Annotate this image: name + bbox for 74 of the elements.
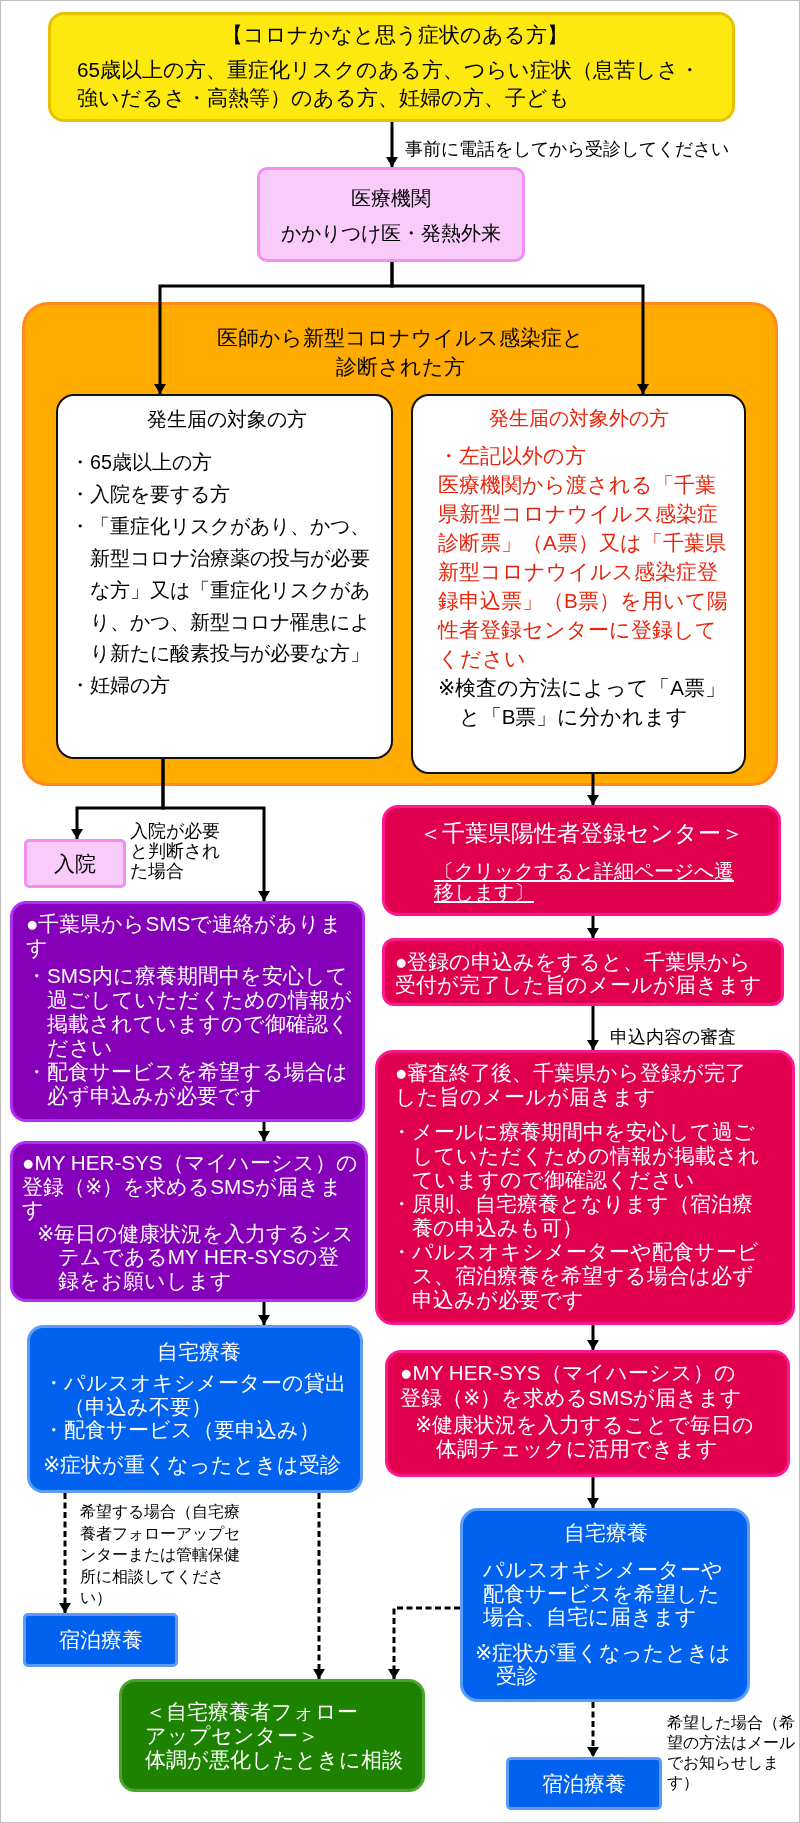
edge-label: 事前に電話をしてから受診してください (405, 138, 729, 160)
arrow (587, 774, 599, 805)
heading-text: 宿泊療養 (57, 1627, 144, 1653)
arrow (587, 1325, 599, 1350)
arrow (390, 262, 649, 394)
dashed-arrow (587, 1702, 599, 1757)
process-box (257, 167, 525, 262)
process-box (411, 394, 746, 774)
note-text: ※健康状況を入力することで毎日の体調チェックに活用できます (415, 1412, 756, 1462)
heading-text: 医師から新型コロナウイルス感染症と診断された方 (215, 325, 585, 380)
heading-text: かかりつけ医・発熱外来 (280, 221, 502, 246)
bullet-text: ・原則、自宅療養となります（宿泊療養の申込みも可） (391, 1192, 754, 1240)
arrow (161, 759, 270, 901)
edge-label: 申込内容の審査 (610, 1026, 736, 1048)
note-text: ※症状が重くなったときは受診 (475, 1640, 733, 1688)
heading-text: 自宅療養 (155, 1339, 242, 1365)
body-text: ・左記以外の方 (438, 442, 587, 469)
edge-label: 希望した場合（希望の方法はメールでお知らせします） (667, 1712, 795, 1792)
body-text: ●MY HER-SYS（マイハーシス）の登録（※）を求めるSMSが届きます (400, 1361, 744, 1410)
body-text: ●登録の申込みをすると、千葉県から受付が完了した旨のメールが届きます (395, 949, 763, 996)
process-box (56, 394, 393, 759)
dashed-arrow (59, 1493, 71, 1613)
process-box (10, 1141, 368, 1302)
bullet-text: ・配食サービスを希望する場合は必ず申込みが必要です (26, 1060, 349, 1108)
heading-text: 発生届の対象の方 (145, 407, 308, 432)
heading-text: ＜千葉県陽性者登録センター＞ (418, 820, 745, 848)
dashed-arrow (388, 1606, 460, 1679)
process-box (375, 1050, 795, 1325)
body-text: 医療機関から渡される「千葉県新型コロナウイルス感染症診断票」（A票）又は「千葉県新型コロナウイルス感染症登録申込票」（B票）を用いて陽性者登録センターに登録してください (438, 471, 728, 672)
process-box (27, 1325, 363, 1493)
body-text: ●MY HER-SYS（マイハーシス）の登録（※）を求めるSMSが届きます (22, 1151, 359, 1222)
heading-text: 医療機関 (350, 186, 432, 211)
arrow (386, 122, 398, 167)
process-box (24, 839, 126, 888)
arrow (587, 1477, 599, 1508)
process-box (382, 805, 781, 916)
body-text: 体調が悪化したときに相談 (145, 1748, 404, 1772)
note-text: ※症状が重くなったときは受診 (43, 1453, 343, 1477)
note-text: ※毎日の健康状況を入力するシステムであるMY HER-SYSの登録をお願いします (37, 1221, 356, 1292)
dashed-arrow (313, 1493, 325, 1679)
body-text: ●千葉県からSMSで連絡があります (26, 912, 344, 960)
body-text: ＜自宅療養者フォローアップセンター＞ (145, 1700, 359, 1748)
heading-text: 宿泊療養 (541, 1771, 627, 1797)
link-text: 〔クリックすると詳細ページへ遷移します〕 (434, 861, 734, 903)
body-text: パルスオキシメーターや配食サービスを希望した場合、自宅に届きます (483, 1558, 724, 1629)
bullet-text: ・SMS内に療養期間中を安心して過ごしていただくための情報が掲載されていますので御確認ください (26, 964, 353, 1060)
process-box (460, 1508, 750, 1702)
bullet-text: ・パルスオキシメーターの貸出（申込み不要） (43, 1371, 347, 1418)
heading-text: 【コロナかなと思う症状のある方】 (220, 22, 569, 48)
process-box (23, 1613, 178, 1667)
process-box (10, 901, 365, 1122)
process-box (48, 12, 735, 122)
heading-text: 入院 (53, 851, 97, 877)
bullet-text: ・配食サービス（要申込み） (43, 1418, 321, 1442)
process-box (382, 938, 784, 1006)
heading-text: 自宅療養 (562, 1520, 649, 1546)
arrow (258, 1122, 270, 1141)
arrow (258, 1302, 270, 1325)
body-text: 65歳以上の方、重症化リスクのある方、つらい症状（息苦しさ・強いだるさ・高熱等）のある方、妊婦の方、子ども (77, 57, 701, 111)
heading-text: 発生届の対象外の方 (487, 406, 670, 431)
note-text: ※検査の方法によって「A票」と「B票」に分かれます (438, 674, 728, 730)
bullet-text: ・入院を要する方 (70, 481, 231, 507)
process-box (506, 1757, 662, 1810)
body-text: ●審査終了後、千葉県から登録が完了した旨のメールが届きます (395, 1061, 748, 1109)
process-box (385, 1350, 790, 1477)
bullet-text: ・65歳以上の方 (70, 450, 213, 475)
group-panel (22, 302, 778, 786)
arrow (587, 1006, 599, 1050)
arrow (587, 916, 599, 938)
bullet-text: ・「重症化リスクがあり、かつ、新型コロナ治療薬の投与が必要な方」又は「重症化リスクがあり、かつ、新型コロナ罹患により新たに酸素投与が必要な方」 (70, 513, 371, 667)
bullet-text: ・妊婦の方 (70, 673, 171, 699)
bullet-text: ・パルスオキシメーターや配食サービス、宿泊療養を希望する場合は必ず申込みが必要です (391, 1240, 760, 1312)
process-box (119, 1679, 425, 1792)
bullet-text: ・メールに療養期間中を安心して過ごしていただくための情報が掲載されていますので御確認ください (391, 1120, 761, 1192)
